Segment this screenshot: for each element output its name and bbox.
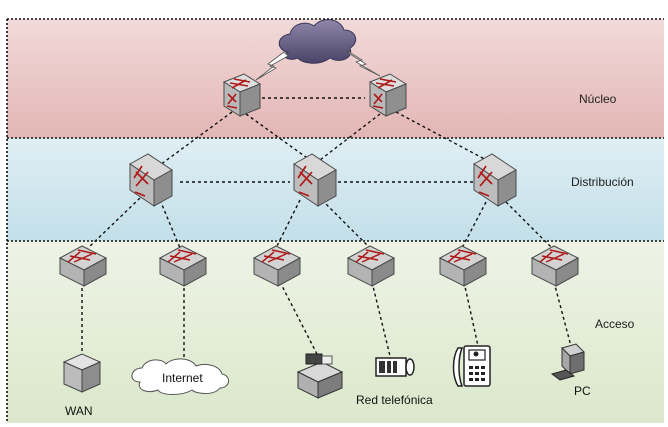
internet-cloud-icon — [131, 358, 229, 395]
distribution-layer-label: Distribución — [571, 175, 634, 189]
phone-network-label: Red telefónica — [356, 393, 433, 407]
pbx-phone-icon — [375, 357, 415, 377]
fax-machine-icon — [296, 353, 344, 399]
cloud-icon — [278, 19, 357, 64]
core-layer-label: Núcleo — [579, 92, 617, 106]
pc-label: PC — [574, 384, 591, 398]
core-switch-right — [369, 73, 407, 117]
wan-box-icon — [62, 353, 102, 393]
layer-dividers — [6, 18, 664, 423]
lightning-icon — [255, 49, 381, 81]
pc-icon — [550, 343, 585, 381]
desk-phone-icon — [452, 345, 491, 387]
access-layer-label: Acceso — [595, 317, 635, 331]
internet-label: Internet — [162, 371, 203, 385]
links — [81, 97, 573, 366]
core-switch-left — [223, 73, 261, 117]
wan-label: WAN — [65, 404, 93, 418]
